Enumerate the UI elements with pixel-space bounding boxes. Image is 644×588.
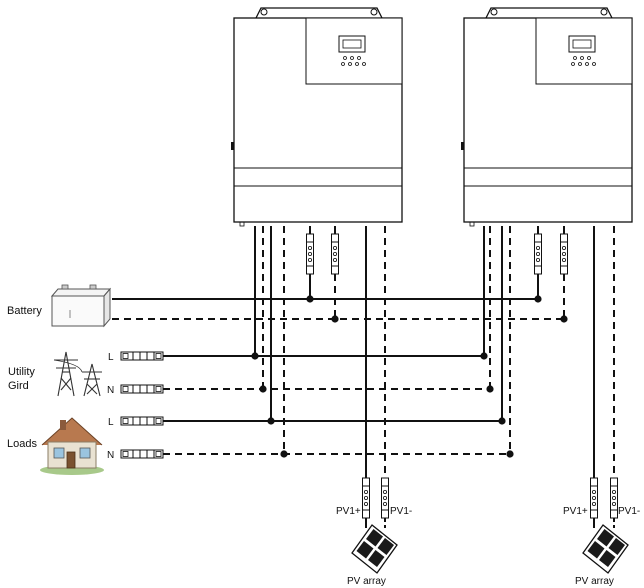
inverter-1 [230, 7, 403, 227]
loads-label: Loads [7, 438, 37, 450]
pv-array-label-1: PV array [347, 576, 386, 587]
junction-dots [251, 295, 568, 458]
utility-label-line1: Utility [8, 366, 35, 378]
loads-n-label: N [107, 450, 114, 461]
inverter-2-battery-fuses [534, 233, 568, 275]
pv1-plus-label-1: PV1+ [336, 506, 361, 517]
pv1-minus-label-2: PV1- [618, 506, 640, 517]
loads-l-label: L [108, 417, 114, 428]
power-tower-icon [53, 351, 102, 397]
battery-label: Battery [7, 305, 42, 317]
pv1-minus-label-1: PV1- [390, 506, 412, 517]
pv-array-label-2: PV array [575, 576, 614, 587]
solar-panel-icon [582, 524, 629, 574]
pv1-plus-label-2: PV1+ [563, 506, 588, 517]
house-icon [40, 417, 104, 475]
wiring [112, 226, 615, 528]
solar-panel-icon [351, 524, 398, 574]
utility-label-line2: Gird [8, 380, 29, 392]
breaker-icon [120, 351, 164, 459]
battery-icon [50, 284, 112, 328]
utility-n-label: N [107, 385, 114, 396]
inverter-1-battery-fuses [306, 233, 339, 275]
utility-l-label: L [108, 352, 114, 363]
inverter-2 [460, 7, 633, 227]
